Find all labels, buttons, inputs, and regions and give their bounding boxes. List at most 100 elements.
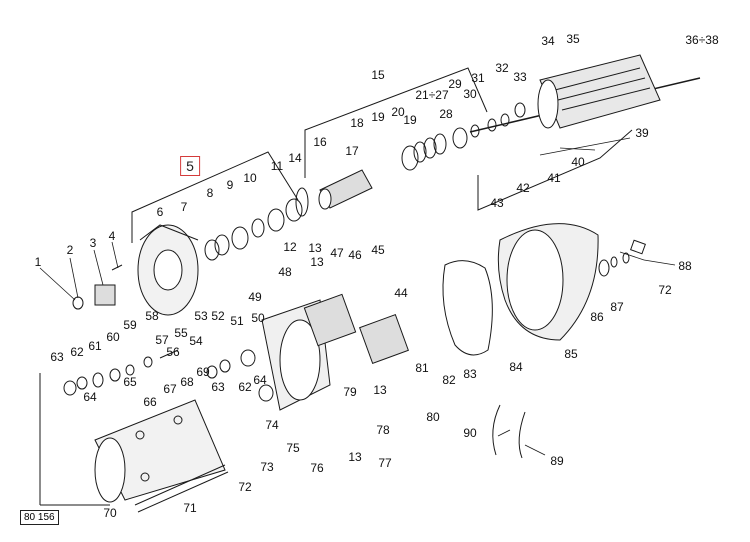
part-label-20: 20 xyxy=(391,105,405,119)
part-label-6: 6 xyxy=(156,205,164,219)
part-label-7: 7 xyxy=(180,200,188,214)
part-label-13d: 13 xyxy=(373,383,387,397)
through-bolt-b xyxy=(137,471,229,513)
clutch-springs xyxy=(401,102,526,171)
part-label-74: 74 xyxy=(265,418,279,432)
bracket-group-5 xyxy=(131,151,299,243)
part-label-65: 65 xyxy=(123,375,137,389)
part-label-88: 88 xyxy=(678,259,692,273)
part-label-82: 82 xyxy=(442,373,456,387)
part-label-55: 55 xyxy=(174,326,188,340)
part-label-64a: 64 xyxy=(83,390,97,404)
part-label-45: 45 xyxy=(371,243,385,257)
part-label-34: 34 xyxy=(541,34,555,48)
part-label-8: 8 xyxy=(206,186,214,200)
part-label-62a: 62 xyxy=(70,345,84,359)
part-label-18: 18 xyxy=(350,116,364,130)
part-label-13c: 13 xyxy=(348,450,362,464)
left-small-parts xyxy=(72,264,123,310)
part-label-48: 48 xyxy=(278,265,292,279)
part-label-57: 57 xyxy=(155,333,169,347)
part-label-9: 9 xyxy=(226,178,234,192)
part-label-3: 3 xyxy=(89,236,97,250)
part-label-41: 41 xyxy=(547,171,561,185)
part-87 xyxy=(610,256,618,268)
part-label-2: 2 xyxy=(66,243,74,257)
pinion-16 xyxy=(318,169,373,210)
part-86 xyxy=(598,259,610,277)
part-label-71: 71 xyxy=(183,501,197,515)
part-label-47: 47 xyxy=(330,246,344,260)
part-label-56: 56 xyxy=(166,345,180,359)
clip-90 xyxy=(492,404,501,456)
drawing-code: 80 156 xyxy=(20,510,59,525)
part-label-61: 61 xyxy=(88,339,102,353)
part-label-69: 69 xyxy=(196,365,210,379)
part-label-52: 52 xyxy=(211,309,225,323)
brush-holder-plate xyxy=(261,293,409,411)
part-label-33: 33 xyxy=(513,70,527,84)
part-label-64b: 64 xyxy=(253,373,267,387)
part-label-14: 14 xyxy=(288,151,302,165)
gasket-84 xyxy=(442,260,493,356)
part-label-63b: 63 xyxy=(211,380,225,394)
drive-end-housing xyxy=(137,224,199,316)
part-label-29: 29 xyxy=(448,77,462,91)
part-label-75: 75 xyxy=(286,441,300,455)
part-label-78: 78 xyxy=(376,423,390,437)
part-label-13a: 13 xyxy=(308,241,322,255)
part-label-81: 81 xyxy=(415,361,429,375)
part-label-3638: 36÷38 xyxy=(685,33,719,47)
part-label-72b: 72 xyxy=(658,283,672,297)
part-label-72a: 72 xyxy=(238,480,252,494)
through-bolt-a xyxy=(134,464,226,506)
bracket-group-15 xyxy=(304,67,488,178)
part-label-19a: 19 xyxy=(371,110,385,124)
part-label-16: 16 xyxy=(313,135,327,149)
part-label-13b: 13 xyxy=(310,255,324,269)
armature-35 xyxy=(537,54,661,129)
part-label-59: 59 xyxy=(123,318,137,332)
part-label-49: 49 xyxy=(248,290,262,304)
part-label-66: 66 xyxy=(143,395,157,409)
part-label-53: 53 xyxy=(194,309,208,323)
part-label-50: 50 xyxy=(251,311,265,325)
part-88 xyxy=(630,239,646,255)
part-label-67: 67 xyxy=(163,382,177,396)
part-label-70: 70 xyxy=(103,506,117,520)
part-label-80: 80 xyxy=(426,410,440,424)
part-label-89: 89 xyxy=(550,454,564,468)
part-label-63a: 63 xyxy=(50,350,64,364)
part-label-31: 31 xyxy=(471,71,485,85)
part-label-40: 40 xyxy=(571,155,585,169)
clip-89 xyxy=(518,411,526,459)
part-label-15: 15 xyxy=(371,68,385,82)
part-label-4: 4 xyxy=(108,229,116,243)
part-label-51: 51 xyxy=(230,314,244,328)
part-label-83: 83 xyxy=(463,367,477,381)
part-label-79: 79 xyxy=(343,385,357,399)
part-label-46: 46 xyxy=(348,248,362,262)
part-label-11: 11 xyxy=(270,159,284,173)
part-label-1: 1 xyxy=(34,255,42,269)
part-label-86: 86 xyxy=(590,310,604,324)
bracket-group-39 xyxy=(477,129,633,211)
part-label-44: 44 xyxy=(394,286,408,300)
part-label-68: 68 xyxy=(180,375,194,389)
part-label-39: 39 xyxy=(635,126,649,140)
yoke-66 xyxy=(94,399,226,503)
part-label-73: 73 xyxy=(260,460,274,474)
lower-left-small-parts xyxy=(63,349,274,402)
washers-7-14 xyxy=(204,187,309,261)
part-label-60: 60 xyxy=(106,330,120,344)
part-label-35: 35 xyxy=(566,32,580,46)
part-label-19b: 19 xyxy=(403,113,417,127)
part-label-85: 85 xyxy=(564,347,578,361)
part-72b xyxy=(622,252,630,264)
part-label-30: 30 xyxy=(463,87,477,101)
highlighted-part-label: 5 xyxy=(180,156,200,176)
part-label-32: 32 xyxy=(495,61,509,75)
part-label-28: 28 xyxy=(439,107,453,121)
